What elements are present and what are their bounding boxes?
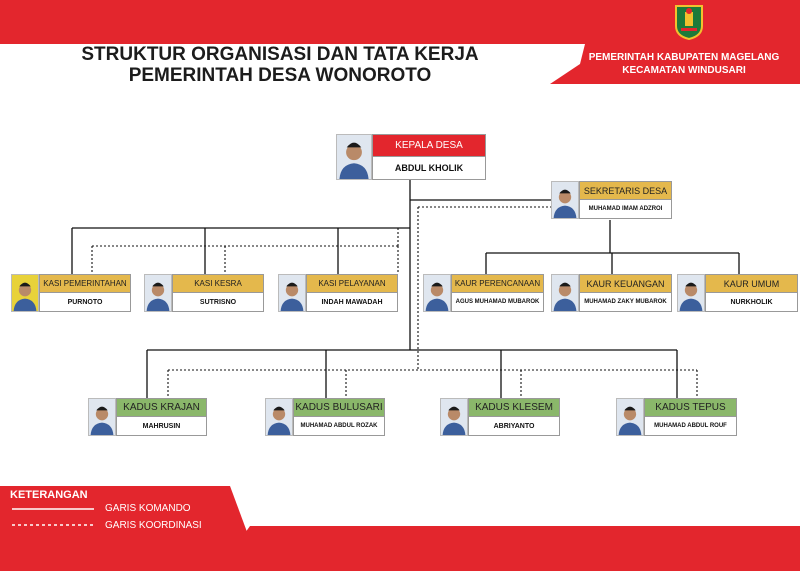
title-line1: STRUKTUR ORGANISASI DAN TATA KERJA bbox=[81, 44, 479, 65]
legend-koordinasi: GARIS KOORDINASI bbox=[105, 520, 202, 531]
kadus-name: ABRIYANTO bbox=[468, 417, 560, 436]
legend-title: KETERANGAN bbox=[10, 489, 88, 501]
kadus-name: MUHAMAD ABDUL ROUF bbox=[644, 417, 737, 436]
page-title: STRUKTUR ORGANISASI DAN TATA KERJA PEMER… bbox=[0, 44, 560, 86]
government-label: PEMERINTAH KABUPATEN MAGELANG KECAMATAN … bbox=[550, 44, 800, 84]
kaur-name: AGUS MUHAMAD MUBAROK bbox=[451, 293, 544, 312]
kadus-photo bbox=[88, 398, 116, 436]
person-icon bbox=[425, 282, 449, 311]
person-icon bbox=[442, 406, 466, 435]
kepala-role: KEPALA DESA bbox=[372, 134, 486, 157]
kasi-photo bbox=[144, 274, 172, 312]
kadus-role: KADUS BULUSARI bbox=[293, 398, 385, 417]
kadus-name: MUHAMAD ABDUL ROZAK bbox=[293, 417, 385, 436]
kaur-role: KAUR PERENCANAAN bbox=[451, 274, 544, 293]
kasi-box: KASI PELAYANAN INDAH MAWADAH bbox=[278, 274, 398, 313]
kadus-box: KADUS KRAJAN MAHRUSIN bbox=[88, 398, 207, 437]
legend-panel bbox=[0, 486, 250, 540]
kasi-box: KASI PEMERINTAHAN PURNOTO bbox=[11, 274, 131, 313]
government-line1: PEMERINTAH KABUPATEN MAGELANG bbox=[588, 52, 780, 63]
kepala-name: ABDUL KHOLIK bbox=[372, 157, 486, 180]
person-icon bbox=[267, 406, 291, 435]
person-icon bbox=[679, 282, 703, 311]
sekretaris-box: SEKRETARIS DESA MUHAMAD IMAM ADZROI bbox=[551, 181, 672, 220]
title-line2: PEMERINTAH DESA WONOROTO bbox=[128, 65, 432, 86]
kadus-photo bbox=[440, 398, 468, 436]
footer-band bbox=[0, 526, 800, 571]
kasi-role: KASI KESRA bbox=[172, 274, 264, 293]
person-icon bbox=[553, 189, 577, 218]
legend-lines bbox=[12, 508, 94, 526]
legend-komando: GARIS KOMANDO bbox=[105, 503, 191, 514]
person-icon bbox=[13, 282, 37, 311]
kadus-role: KADUS KRAJAN bbox=[116, 398, 207, 417]
kasi-name: SUTRISNO bbox=[172, 293, 264, 312]
kaur-name: NURKHOLIK bbox=[705, 293, 798, 312]
kasi-role: KASI PEMERINTAHAN bbox=[39, 274, 131, 293]
kaur-box: KAUR PERENCANAAN AGUS MUHAMAD MUBAROK bbox=[423, 274, 544, 313]
kadus-box: KADUS KLESEM ABRIYANTO bbox=[440, 398, 560, 437]
person-icon bbox=[146, 282, 170, 311]
person-icon bbox=[618, 406, 642, 435]
person-icon bbox=[90, 406, 114, 435]
kaur-photo bbox=[677, 274, 705, 312]
sekretaris-role: SEKRETARIS DESA bbox=[579, 181, 672, 200]
kadus-photo bbox=[265, 398, 293, 436]
kepala-desa-box: KEPALA DESA ABDUL KHOLIK bbox=[336, 134, 486, 180]
kadus-box: KADUS BULUSARI MUHAMAD ABDUL ROZAK bbox=[265, 398, 385, 437]
kaur-name: MUHAMAD ZAKY MUBAROK bbox=[579, 293, 672, 312]
kasi-photo bbox=[278, 274, 306, 312]
kadus-role: KADUS KLESEM bbox=[468, 398, 560, 417]
kasi-name: INDAH MAWADAH bbox=[306, 293, 398, 312]
government-line2: KECAMATAN WINDUSARI bbox=[622, 65, 746, 76]
kaur-role: KAUR UMUM bbox=[705, 274, 798, 293]
kaur-box: KAUR KEUANGAN MUHAMAD ZAKY MUBAROK bbox=[551, 274, 672, 313]
kaur-box: KAUR UMUM NURKHOLIK bbox=[677, 274, 798, 313]
kepala-photo bbox=[336, 134, 372, 180]
kasi-photo bbox=[11, 274, 39, 312]
kaur-photo bbox=[423, 274, 451, 312]
sekretaris-name: MUHAMAD IMAM ADZROI bbox=[579, 200, 672, 219]
kadus-photo bbox=[616, 398, 644, 436]
kadus-role: KADUS TEPUS bbox=[644, 398, 737, 417]
header-band bbox=[0, 0, 800, 100]
kasi-name: PURNOTO bbox=[39, 293, 131, 312]
kaur-photo bbox=[551, 274, 579, 312]
sekretaris-photo bbox=[551, 181, 579, 219]
kadus-box: KADUS TEPUS MUHAMAD ABDUL ROUF bbox=[616, 398, 737, 437]
kadus-name: MAHRUSIN bbox=[116, 417, 207, 436]
magelang-crest-icon bbox=[674, 4, 704, 41]
person-icon bbox=[339, 142, 369, 179]
kasi-role: KASI PELAYANAN bbox=[306, 274, 398, 293]
kaur-role: KAUR KEUANGAN bbox=[579, 274, 672, 293]
person-icon bbox=[553, 282, 577, 311]
person-icon bbox=[280, 282, 304, 311]
kasi-box: KASI KESRA SUTRISNO bbox=[144, 274, 264, 313]
